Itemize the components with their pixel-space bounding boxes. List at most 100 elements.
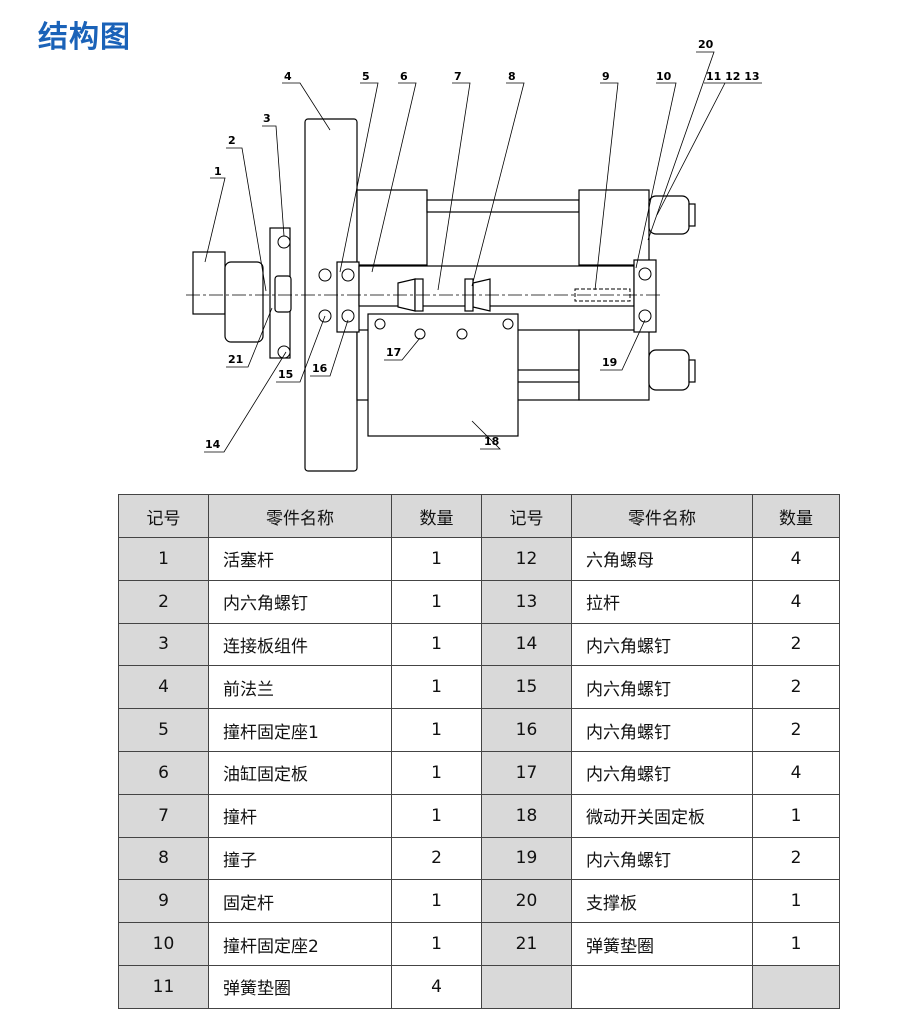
part-number-cell: 2 [118,579,209,624]
header-cell: 记号 [481,494,572,538]
cylinder-top-rear [578,189,650,266]
screw-16 [341,309,355,323]
callout-16: 16 [312,362,328,375]
part-name-cell: 内六角螺钉 [571,622,753,667]
callout-15: 15 [278,368,293,381]
screw-17b [414,328,426,340]
page-title: 结构图 [38,20,131,55]
callout-18: 18 [484,435,499,448]
header-cell: 记号 [118,494,209,538]
part-qty-cell [752,964,840,1009]
part-qty-cell: 1 [391,665,482,710]
callout-10: 10 [656,70,672,83]
screw-5b [341,268,355,282]
part-qty-cell: 1 [391,579,482,624]
screw-5a [318,268,332,282]
screw-10 [638,267,652,281]
part-number-cell: 13 [481,579,572,624]
screw-19 [638,309,652,323]
callout-14: 14 [205,438,221,451]
part-number-cell: 7 [118,793,209,838]
screw-17a [374,318,386,330]
part-name-cell: 内六角螺钉 [571,708,753,752]
part-qty-cell: 1 [391,622,482,667]
part-name-cell: 弹簧垫圈 [208,964,392,1009]
callout-11-12-13: 11 12 13 [706,70,760,83]
header-cell: 零件名称 [208,494,392,538]
part-name-cell: 拉杆 [571,579,753,624]
part-name-cell: 连接板组件 [208,622,392,667]
structure-drawing: 1 2 3 4 5 6 7 8 9 10 11 12 13 14 15 16 1… [186,38,762,472]
part-number-cell [481,964,572,1009]
part-number-cell: 17 [481,750,572,795]
part-name-cell: 弹簧垫圈 [571,922,753,966]
part-number-cell: 16 [481,708,572,752]
part-qty-cell: 1 [752,793,840,838]
piston-rod-collar [224,261,264,343]
nut-bottom-end [688,359,696,383]
part-qty-cell: 1 [391,537,482,581]
callout-8: 8 [508,70,516,83]
part-name-cell: 油缸固定板 [208,750,392,795]
part-qty-cell: 1 [391,879,482,924]
callout-9: 9 [602,70,610,83]
part-qty-cell: 4 [752,537,840,581]
part-number-cell: 20 [481,879,572,924]
part-number-cell: 5 [118,708,209,752]
part-number-cell: 8 [118,836,209,881]
part-number-cell: 14 [481,622,572,667]
part-name-cell: 撞子 [208,836,392,881]
part-name-cell: 内六角螺钉 [571,665,753,710]
part-qty-cell: 2 [391,836,482,881]
screw-17c [456,328,468,340]
part-name-cell: 撞杆固定座2 [208,922,392,966]
switch-plate [367,313,519,437]
header-cell: 数量 [391,494,482,538]
part-qty-cell: 1 [752,922,840,966]
part-name-cell: 撞杆 [208,793,392,838]
fixed-rod [574,288,631,302]
part-name-cell: 固定杆 [208,879,392,924]
part-number-cell: 15 [481,665,572,710]
callout-6: 6 [400,70,408,83]
part-name-cell: 内六角螺钉 [571,750,753,795]
part-qty-cell: 2 [752,665,840,710]
part-name-cell: 微动开关固定板 [571,793,753,838]
header-cell: 零件名称 [571,494,753,538]
part-number-cell: 19 [481,836,572,881]
part-qty-cell: 4 [752,579,840,624]
part-number-cell: 18 [481,793,572,838]
part-name-cell: 活塞杆 [208,537,392,581]
callout-17: 17 [386,346,401,359]
callout-2: 2 [228,134,236,147]
part-number-cell: 6 [118,750,209,795]
part-name-cell: 前法兰 [208,665,392,710]
callout-7: 7 [454,70,462,83]
callout-21: 21 [228,353,243,366]
part-number-cell: 3 [118,622,209,667]
nut-bottom [648,349,690,391]
screw-17d [502,318,514,330]
part-qty-cell: 1 [391,793,482,838]
screw-3 [277,235,291,249]
table-header-row: 记号 零件名称 数量 记号 零件名称 数量 [118,494,840,538]
callout-1: 1 [214,165,222,178]
part-number-cell: 9 [118,879,209,924]
cylinder-top [356,189,428,266]
part-qty-cell: 1 [391,750,482,795]
callout-3: 3 [263,112,271,125]
part-qty-cell: 1 [391,708,482,752]
part-qty-cell: 1 [752,879,840,924]
cylinder-top-rod [426,199,580,213]
